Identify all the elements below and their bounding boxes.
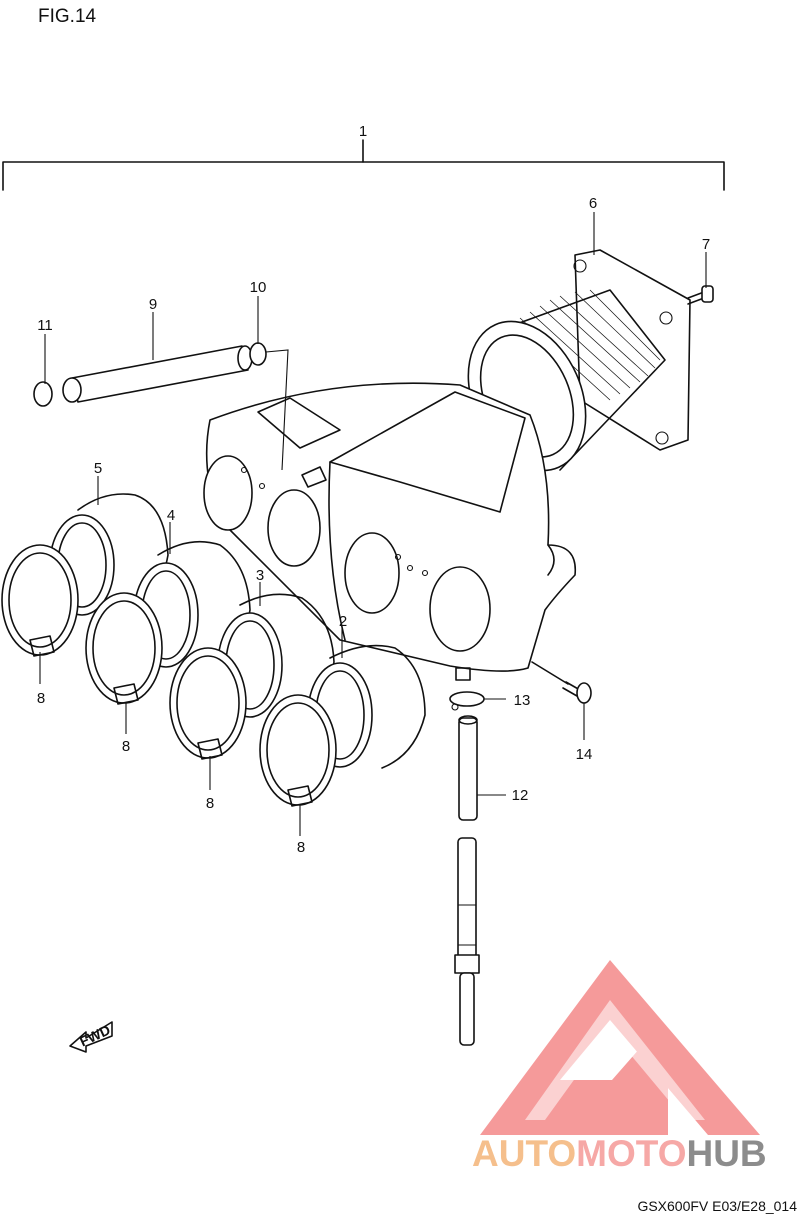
callout-8-b: 8 <box>122 738 130 755</box>
callout-4: 4 <box>167 507 175 524</box>
callout-6: 6 <box>589 195 597 212</box>
callout-9: 9 <box>149 296 157 313</box>
drain-pipe <box>454 837 480 1046</box>
automotohub-logo: AUTOMOTOHUB <box>472 960 767 1174</box>
clamp-8-d <box>259 694 337 807</box>
callout-labels: 1 2 3 4 5 6 7 8 8 8 8 9 10 11 12 13 14 <box>37 123 710 856</box>
clip-11 <box>33 381 53 407</box>
callout-10: 10 <box>250 279 267 296</box>
clamp-8-c <box>169 647 247 760</box>
screw-7 <box>687 285 714 305</box>
assembly-bracket <box>2 139 725 191</box>
bolt-14 <box>531 661 592 704</box>
fwd-label: FWD <box>77 1021 113 1049</box>
drawing-code: GSX600FV E03/E28_014 <box>637 1198 797 1214</box>
clamp-8-a <box>1 544 79 657</box>
callout-1: 1 <box>359 123 367 140</box>
callout-13: 13 <box>514 692 531 709</box>
clip-10 <box>249 342 289 471</box>
callout-14: 14 <box>576 746 593 763</box>
figure-label: FIG.14 <box>38 6 97 27</box>
air-cleaner-box <box>203 382 577 681</box>
leader-lines <box>39 212 707 836</box>
callout-12: 12 <box>512 787 529 804</box>
callout-2: 2 <box>339 613 347 630</box>
callout-8-c: 8 <box>206 795 214 812</box>
logo-text: AUTOMOTOHUB <box>472 1133 767 1174</box>
fwd-arrow-icon: FWD <box>69 1021 113 1053</box>
callout-5: 5 <box>94 460 102 477</box>
callout-7: 7 <box>702 236 710 253</box>
clip-13 <box>449 691 485 711</box>
callout-3: 3 <box>256 567 264 584</box>
callout-11: 11 <box>37 317 53 334</box>
callout-8-d: 8 <box>297 839 305 856</box>
drain-plug-12 <box>458 715 478 821</box>
callout-8-a: 8 <box>37 690 45 707</box>
breather-hose <box>62 345 253 403</box>
clamp-8-b <box>85 592 163 705</box>
